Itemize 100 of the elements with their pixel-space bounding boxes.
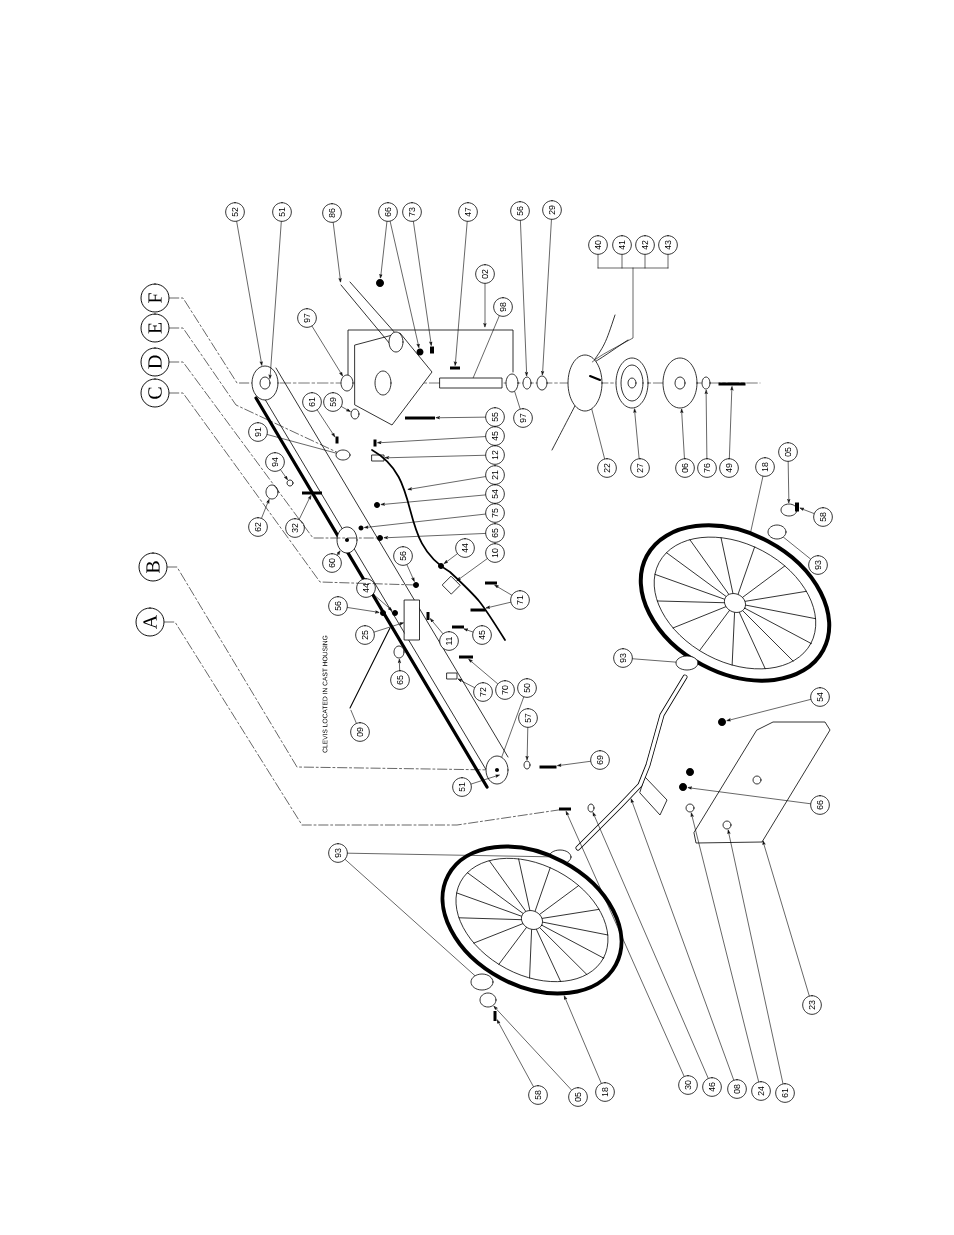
washer — [522, 376, 532, 390]
callout-number: 05 — [568, 1087, 588, 1107]
callout-number: 42 — [635, 235, 655, 255]
leader-line — [347, 607, 380, 614]
leader-line — [317, 409, 335, 437]
leader-line — [311, 326, 343, 376]
callout-letter: B — [138, 552, 168, 582]
leader-line — [783, 537, 811, 560]
leader-line — [413, 221, 433, 346]
leader-line — [373, 594, 393, 611]
callout-letter: C — [140, 378, 170, 408]
leader-line — [458, 678, 475, 688]
leader-line — [435, 416, 486, 420]
callout-number: 52 — [225, 202, 245, 222]
leader-line — [591, 408, 605, 459]
callout-number: 97 — [297, 308, 317, 328]
leader-line — [454, 221, 468, 366]
callout-number: 18 — [595, 1082, 615, 1102]
callout-number: 23 — [802, 995, 822, 1015]
callout-number: 58 — [528, 1085, 548, 1105]
callout-number: 43 — [658, 235, 678, 255]
leader-line — [169, 297, 252, 384]
leader-line — [167, 566, 486, 771]
washer — [536, 375, 548, 391]
callout-letter: A — [135, 607, 165, 637]
leader-line — [470, 774, 500, 785]
callout-number: 51 — [272, 202, 292, 222]
callout-number: 97 — [513, 408, 533, 428]
callout-number: 98 — [493, 297, 513, 317]
callout-number: 47 — [458, 202, 478, 222]
leader-line — [364, 513, 486, 529]
callout-number: 46 — [702, 1077, 722, 1097]
callout-number: 02 — [475, 264, 495, 284]
leader-line — [468, 659, 498, 684]
leader-line — [332, 222, 342, 283]
leader-line — [236, 221, 263, 366]
leader-line — [463, 628, 474, 633]
leader-line — [407, 476, 486, 491]
leader-line — [680, 409, 685, 459]
leader-line — [592, 812, 709, 1079]
leader-line — [729, 386, 734, 459]
callout-number: 06 — [675, 458, 695, 478]
leader-line — [704, 390, 708, 459]
callout-letter: F — [140, 283, 170, 313]
callout-number: 91 — [248, 422, 268, 442]
cover-plate — [693, 721, 831, 844]
callout-number: 51 — [452, 777, 472, 797]
axle — [575, 674, 688, 851]
callout-letter: D — [140, 347, 170, 377]
hub-cap — [479, 992, 497, 1008]
callout-number: 54 — [810, 687, 830, 707]
leader-line — [298, 495, 311, 520]
callout-number: 93 — [808, 555, 828, 575]
callout-number: 58 — [813, 507, 833, 527]
wheel-drawing — [638, 523, 832, 683]
callout-number: 22 — [597, 458, 617, 478]
pulley-wheel — [615, 357, 649, 409]
callout-number: 41 — [612, 235, 632, 255]
leader-line — [347, 852, 549, 858]
leader-line — [164, 621, 560, 826]
leader-line — [727, 830, 784, 1084]
leader-line — [268, 221, 282, 379]
leader-line — [501, 696, 524, 758]
callout-number: 50 — [517, 678, 537, 698]
callout-number: 76 — [697, 458, 717, 478]
leader-line — [687, 786, 811, 805]
leader-line — [383, 533, 486, 539]
leader-line — [398, 659, 401, 671]
leader-line — [341, 406, 351, 412]
leader-line — [261, 499, 270, 519]
leader-line — [280, 469, 288, 480]
leader-line — [799, 507, 815, 514]
leader-line — [430, 618, 444, 634]
callout-number: 05 — [778, 442, 798, 462]
callout-number: 86 — [322, 203, 342, 223]
leader-line — [344, 859, 476, 976]
leader-line — [520, 220, 528, 376]
leader-line — [379, 221, 388, 279]
lever-arm — [340, 281, 404, 353]
leader-line — [564, 995, 602, 1084]
wheel-drawing — [440, 844, 624, 996]
callout-number: 71 — [510, 590, 530, 610]
leader-line — [494, 585, 512, 596]
leader-line — [762, 840, 810, 996]
leader-line — [444, 553, 458, 564]
leader-line — [750, 476, 764, 532]
leader-line — [632, 658, 676, 663]
callout-number: 73 — [402, 202, 422, 222]
leader-line — [483, 283, 487, 328]
leader-line — [267, 434, 337, 454]
leader-line — [472, 315, 500, 378]
leader-line — [541, 219, 552, 375]
leader-line — [486, 601, 511, 609]
leader-line — [726, 699, 811, 722]
callout-number: 66 — [810, 795, 830, 815]
callout-letter: E — [140, 313, 170, 343]
washer — [767, 524, 787, 540]
hub-cover — [662, 357, 698, 409]
leader-line — [565, 811, 685, 1077]
callout-number: 66 — [378, 202, 398, 222]
